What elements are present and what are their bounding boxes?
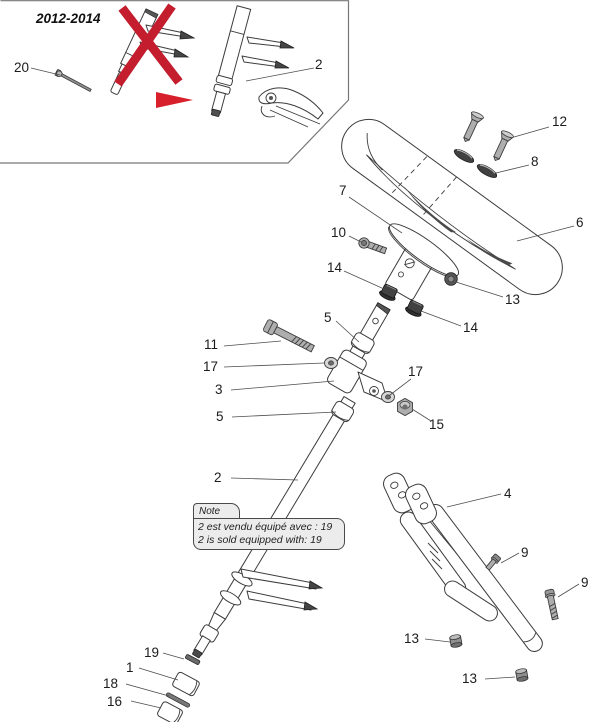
inset-border bbox=[0, 0, 350, 164]
washer-18 bbox=[165, 692, 191, 708]
note-line-en: 2 is sold equipped with: 19 bbox=[198, 533, 322, 546]
note-box: 2 est vendu équipé avec : 19 2 is sold e… bbox=[193, 518, 345, 550]
part-label-15: 15 bbox=[429, 417, 445, 432]
wheel-hub-7 bbox=[385, 223, 460, 301]
nuts-13-bracket bbox=[449, 634, 529, 682]
part-label-13-bracket-left: 13 bbox=[404, 631, 420, 646]
steering-shaft-2 bbox=[192, 396, 356, 659]
part-label-2-shaft: 2 bbox=[214, 470, 222, 485]
year-range-label: 2012-2014 bbox=[36, 11, 101, 26]
part-label-9-lower: 9 bbox=[581, 575, 589, 590]
upper-column bbox=[327, 302, 391, 403]
part-label-12: 12 bbox=[552, 114, 568, 129]
pin-20 bbox=[54, 69, 92, 92]
bushing-16 bbox=[157, 701, 183, 722]
part-label-17-left: 17 bbox=[203, 359, 219, 374]
part-label-10: 10 bbox=[331, 225, 347, 240]
bolt-10 bbox=[358, 237, 388, 255]
part-label-13-bracket-bottom: 13 bbox=[462, 671, 478, 686]
bracket-plate bbox=[405, 483, 437, 525]
nut-15 bbox=[397, 397, 413, 417]
part-label-17-right: 17 bbox=[408, 364, 424, 379]
part-label-8: 8 bbox=[531, 154, 539, 169]
part-label-16: 16 bbox=[107, 694, 123, 709]
wheel-screws-12 bbox=[463, 111, 514, 161]
replacement-shaft-2 bbox=[210, 5, 324, 128]
bushing-1 bbox=[172, 671, 200, 697]
part-label-3: 3 bbox=[215, 382, 223, 397]
steering-wheel bbox=[341, 118, 563, 296]
roll-pin-19 bbox=[185, 654, 201, 665]
part-label-5-lower: 5 bbox=[216, 409, 224, 424]
bolts-9 bbox=[485, 553, 559, 621]
nuts-14 bbox=[379, 283, 424, 317]
note-tab: Note bbox=[193, 503, 240, 519]
part-label-20: 20 bbox=[14, 60, 30, 75]
bolt-11 bbox=[263, 319, 315, 353]
inset-panel bbox=[0, 0, 350, 164]
part-label-18: 18 bbox=[103, 676, 119, 691]
red-x-icon bbox=[114, 3, 183, 87]
wheel-spacers-8 bbox=[453, 149, 498, 178]
part-label-11: 11 bbox=[204, 337, 219, 352]
support-bracket-4 bbox=[383, 472, 543, 652]
part-label-1: 1 bbox=[126, 660, 134, 675]
part-label-7: 7 bbox=[339, 183, 347, 198]
part-label-13-wheel: 13 bbox=[505, 292, 521, 307]
leader-lines bbox=[30, 67, 580, 709]
tube-hole bbox=[372, 317, 379, 325]
part-label-4: 4 bbox=[504, 486, 512, 501]
part-label-14-lower: 14 bbox=[463, 320, 479, 335]
part-label-14-upper: 14 bbox=[327, 260, 343, 275]
part-label-2-inset: 2 bbox=[315, 57, 323, 72]
nut-13-wheel bbox=[444, 272, 458, 286]
part-label-9-upper: 9 bbox=[521, 545, 529, 560]
part-label-5-upper: 5 bbox=[324, 310, 332, 325]
shaft-bottom-parts bbox=[157, 654, 201, 722]
red-arrow-icon bbox=[156, 92, 193, 108]
note-line-fr: 2 est vendu équipé avec : 19 bbox=[198, 521, 333, 533]
part-label-19: 19 bbox=[144, 645, 160, 660]
part-label-6: 6 bbox=[576, 215, 584, 230]
